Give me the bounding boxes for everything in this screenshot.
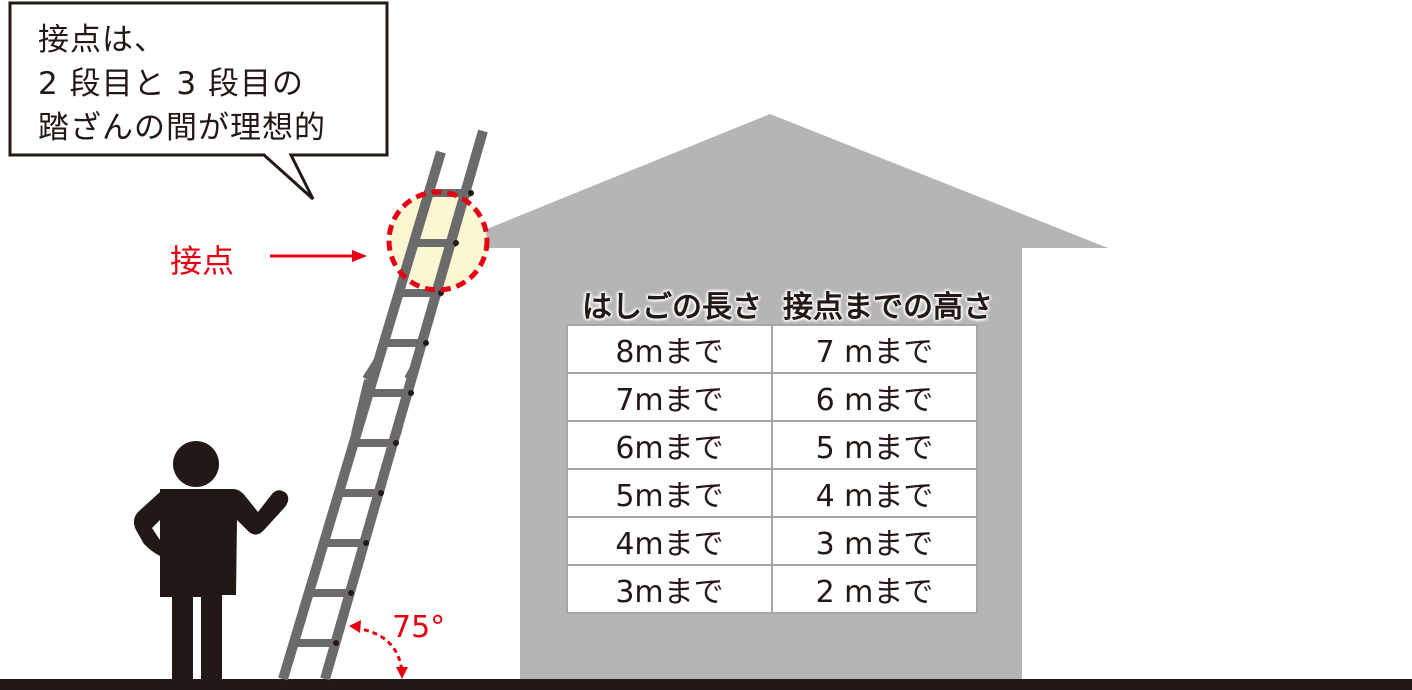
contact-dashed-circle xyxy=(386,189,490,293)
ground-line xyxy=(0,679,1412,690)
table-row: 8mまで 7 mまで xyxy=(566,324,978,374)
table-row: 4mまで 3 mまで xyxy=(566,516,978,566)
callout-line-3: 踏ざんの間が理想的 xyxy=(38,110,326,146)
contact-arrow xyxy=(270,250,367,262)
table-row: 7mまで 6 mまで xyxy=(566,372,978,422)
contact-height-cell: 7 mまで xyxy=(771,324,978,374)
contact-height-cell: 4 mまで xyxy=(771,468,978,518)
person-figure xyxy=(133,441,289,679)
ladder-length-cell: 7mまで xyxy=(566,372,773,422)
callout-line-2: 2 段目と 3 段目の xyxy=(38,66,305,102)
speech-bubble xyxy=(8,1,389,201)
contact-height-cell: 2 mまで xyxy=(771,564,978,614)
ladder-length-cell: 8mまで xyxy=(566,324,773,374)
contact-height-cell: 3 mまで xyxy=(771,516,978,566)
table-header-contact-height: 接点までの高さ xyxy=(783,290,993,325)
ladder-height-table: 8mまで 7 mまで 7mまで 6 mまで 6mまで 5 mまで 5mまで 4 … xyxy=(566,324,978,614)
table-header-ladder-length: はしごの長さ xyxy=(582,290,762,325)
table-row: 5mまで 4 mまで xyxy=(566,468,978,518)
ladder-length-cell: 4mまで xyxy=(566,516,773,566)
ladder-length-cell: 6mまで xyxy=(566,420,773,470)
ladder-length-cell: 5mまで xyxy=(566,468,773,518)
ladder-length-cell: 3mまで xyxy=(566,564,773,614)
contact-height-cell: 6 mまで xyxy=(771,372,978,422)
ladder-rivets xyxy=(333,190,474,646)
contact-label: 接点 xyxy=(170,242,235,280)
callout-line-1: 接点は、 xyxy=(38,22,166,58)
table-row: 3mまで 2 mまで xyxy=(566,564,978,614)
angle-label: 75° xyxy=(392,610,446,645)
angle-arc xyxy=(349,620,408,679)
callout-text: 接点は、 2 段目と 3 段目の 踏ざんの間が理想的 xyxy=(38,18,326,150)
contact-height-cell: 5 mまで xyxy=(771,420,978,470)
table-row: 6mまで 5 mまで xyxy=(566,420,978,470)
